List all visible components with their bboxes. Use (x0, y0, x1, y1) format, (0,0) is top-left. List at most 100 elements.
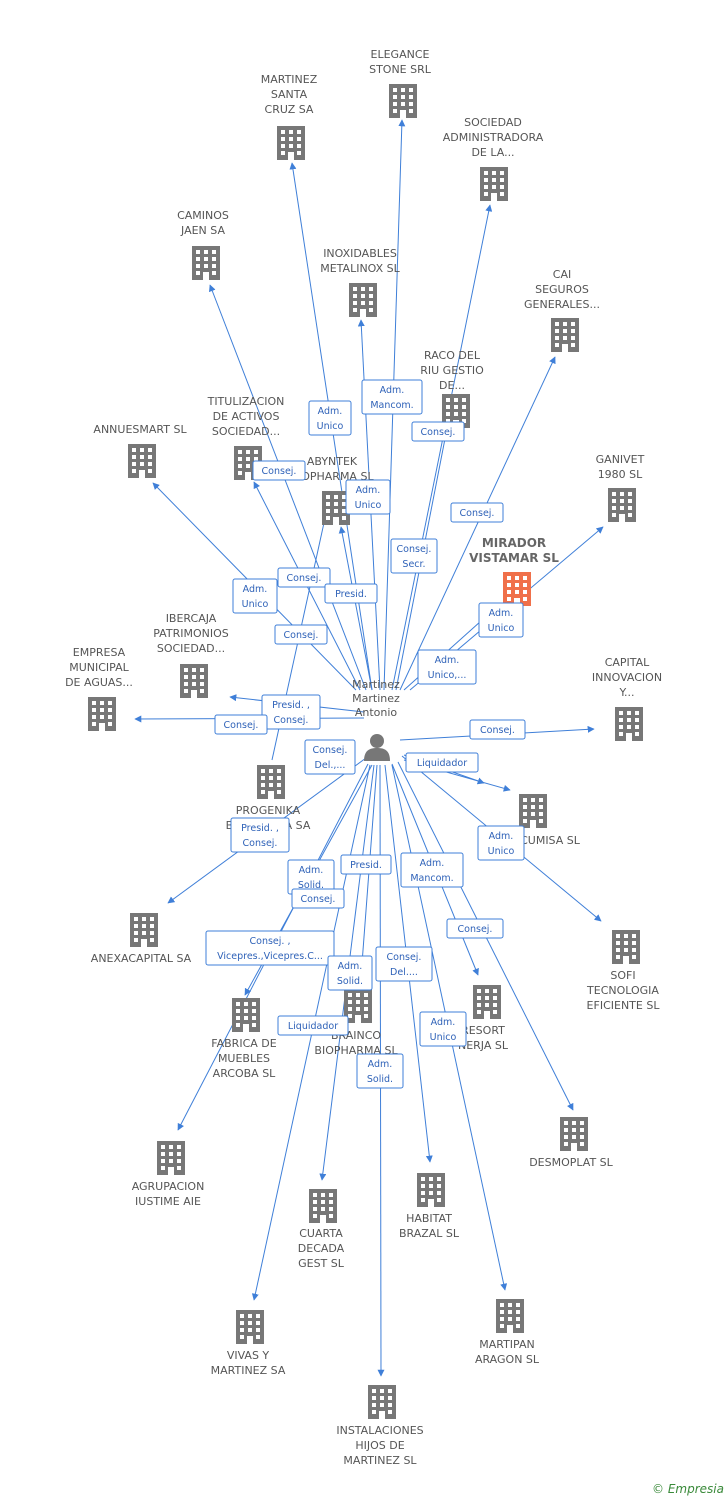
company-node-ganivet[interactable]: GANIVET 1980 SL (596, 453, 645, 522)
company-node-capital-innovacion[interactable]: CAPITALINNOVACIONY... (592, 656, 662, 741)
role-badge-text: Consej. (460, 508, 495, 519)
role-badge-box (230, 817, 290, 853)
brand-name: Empresia (667, 1482, 724, 1496)
role-badge-text: Adm. (338, 961, 363, 972)
building-icon (551, 318, 579, 352)
role-badge-text: Del.... (390, 967, 418, 978)
role-badge-r-liquidador-2[interactable]: Liquidador (277, 1015, 349, 1036)
role-badge-r-ibercaja[interactable]: Consej. (274, 624, 328, 645)
building-icon (128, 444, 156, 478)
company-label-line: CAMINOS (177, 209, 229, 222)
role-badge-r-sociedad-admin[interactable]: Consej. (450, 502, 504, 523)
company-label-line: MUEBLES (218, 1052, 270, 1065)
role-badge-r-instalaciones[interactable]: Adm.Solid. (356, 1053, 404, 1089)
role-badge-r-elegance[interactable]: Adm.Mancom. (361, 379, 423, 415)
role-badge-r-agrupacion[interactable]: Adm.Solid. (287, 859, 335, 895)
company-node-ibercaja[interactable]: IBERCAJAPATRIMONIOSSOCIEDAD... (153, 612, 229, 698)
role-badge-r-titulizacion[interactable]: Consej. (252, 460, 306, 481)
building-icon (368, 1385, 396, 1419)
role-badge-text: Solid. (298, 880, 324, 891)
role-badge-r-fabrica[interactable]: Consej. (291, 888, 345, 909)
company-label-line: MUNICIPAL (69, 661, 129, 674)
role-badge-r-ganivet[interactable]: Adm.Unico,... (417, 649, 477, 685)
role-badge-text: Consej. , (250, 936, 291, 947)
role-badge-r-progenika[interactable]: Consej.Del.,... (304, 739, 356, 775)
role-badge-r-sofi[interactable]: Consej. (446, 918, 504, 939)
role-badge-r-capital[interactable]: Consej. (469, 719, 526, 740)
building-icon (612, 930, 640, 964)
role-badge-r-cumisa[interactable]: Adm.Unico (477, 825, 525, 861)
person-node[interactable]: Martinez Martinez Antonio (352, 678, 400, 761)
company-label-line: 1980 SL (598, 468, 643, 481)
role-badge-r-anexa[interactable]: Presid. ,Consej. (230, 817, 290, 853)
role-badge-text: Presid. , (272, 700, 310, 711)
role-badge-box (205, 930, 335, 966)
company-label-line: DE ACTIVOS (213, 410, 280, 423)
role-badge-text: Consej. (458, 924, 493, 935)
footer-brand[interactable]: © Empresia (652, 1482, 724, 1496)
role-badge-r-abyntek-presid[interactable]: Presid. (324, 583, 378, 604)
role-badge-box (327, 955, 373, 991)
company-label-line: MARTINEZ SA (211, 1364, 286, 1377)
building-icon (130, 913, 158, 947)
role-badge-text: Consej. (480, 725, 515, 736)
role-badge-r-habitat[interactable]: Consej.Del.... (375, 946, 433, 982)
company-label-line: SOCIEDAD... (157, 642, 225, 655)
company-label-line: GANIVET (596, 453, 645, 466)
role-badge-r-presid-2[interactable]: Presid. (340, 854, 392, 875)
role-badge-r-empresa-presid[interactable]: Presid. , Consej. (261, 694, 321, 730)
company-node-desmoplat[interactable]: DESMOPLAT SL (529, 1117, 614, 1169)
role-badge-r-cai[interactable]: Consej.Secr. (390, 538, 438, 574)
building-icon (496, 1299, 524, 1333)
role-badge-r-martinez-santa-cruz[interactable]: Adm.Unico (308, 400, 352, 436)
role-badge-box (469, 719, 526, 740)
role-badge-r-abyntek[interactable]: Adm.Unico (345, 479, 391, 515)
building-icon (480, 167, 508, 201)
company-label-line: INNOVACION (592, 671, 662, 684)
company-label-line: SOCIEDAD... (212, 425, 280, 438)
company-node-anexacapital[interactable]: ANEXACAPITAL SA (91, 913, 192, 965)
role-badge-r-mirador[interactable]: Adm.Unico (478, 602, 524, 638)
role-badge-r-caminos[interactable]: Consej. (277, 567, 331, 588)
company-label-line: INSTALACIONES (336, 1424, 423, 1437)
company-node-cumisa[interactable]: CUMISA SL (519, 794, 581, 847)
role-badge-r-liquidador-1[interactable]: Liquidador (405, 752, 479, 773)
role-badge-r-raco[interactable]: Consej. (411, 421, 465, 442)
role-badge-r-annuesmart[interactable]: Adm.Unico (232, 578, 278, 614)
role-badge-r-empresa[interactable]: Consej. (214, 714, 268, 735)
company-label-line: RESORT (461, 1024, 505, 1037)
role-badge-text: Consej. (274, 715, 309, 726)
edge-arrow (356, 764, 378, 991)
role-badge-r-vicepres[interactable]: Consej. ,Vicepres.,Vicepres.C... (205, 930, 335, 966)
role-badge-text: Adm. (318, 406, 343, 417)
role-badge-r-cuarta[interactable]: Adm.Solid. (327, 955, 373, 991)
company-node-annuesmart[interactable]: ANNUESMART SL (93, 423, 187, 478)
role-badge-text: Unico (488, 623, 515, 634)
company-label-line: EFICIENTE SL (587, 999, 661, 1012)
company-node-cai-seguros[interactable]: CAISEGUROSGENERALES... (524, 268, 600, 352)
role-badge-r-resort[interactable]: Adm.Mancom. (400, 852, 464, 888)
role-badge-box (345, 479, 391, 515)
role-badge-r-martipan[interactable]: Adm.Unico (419, 1011, 467, 1047)
building-icon (277, 126, 305, 160)
role-badge-box (419, 1011, 467, 1047)
role-badge-box (361, 379, 423, 415)
